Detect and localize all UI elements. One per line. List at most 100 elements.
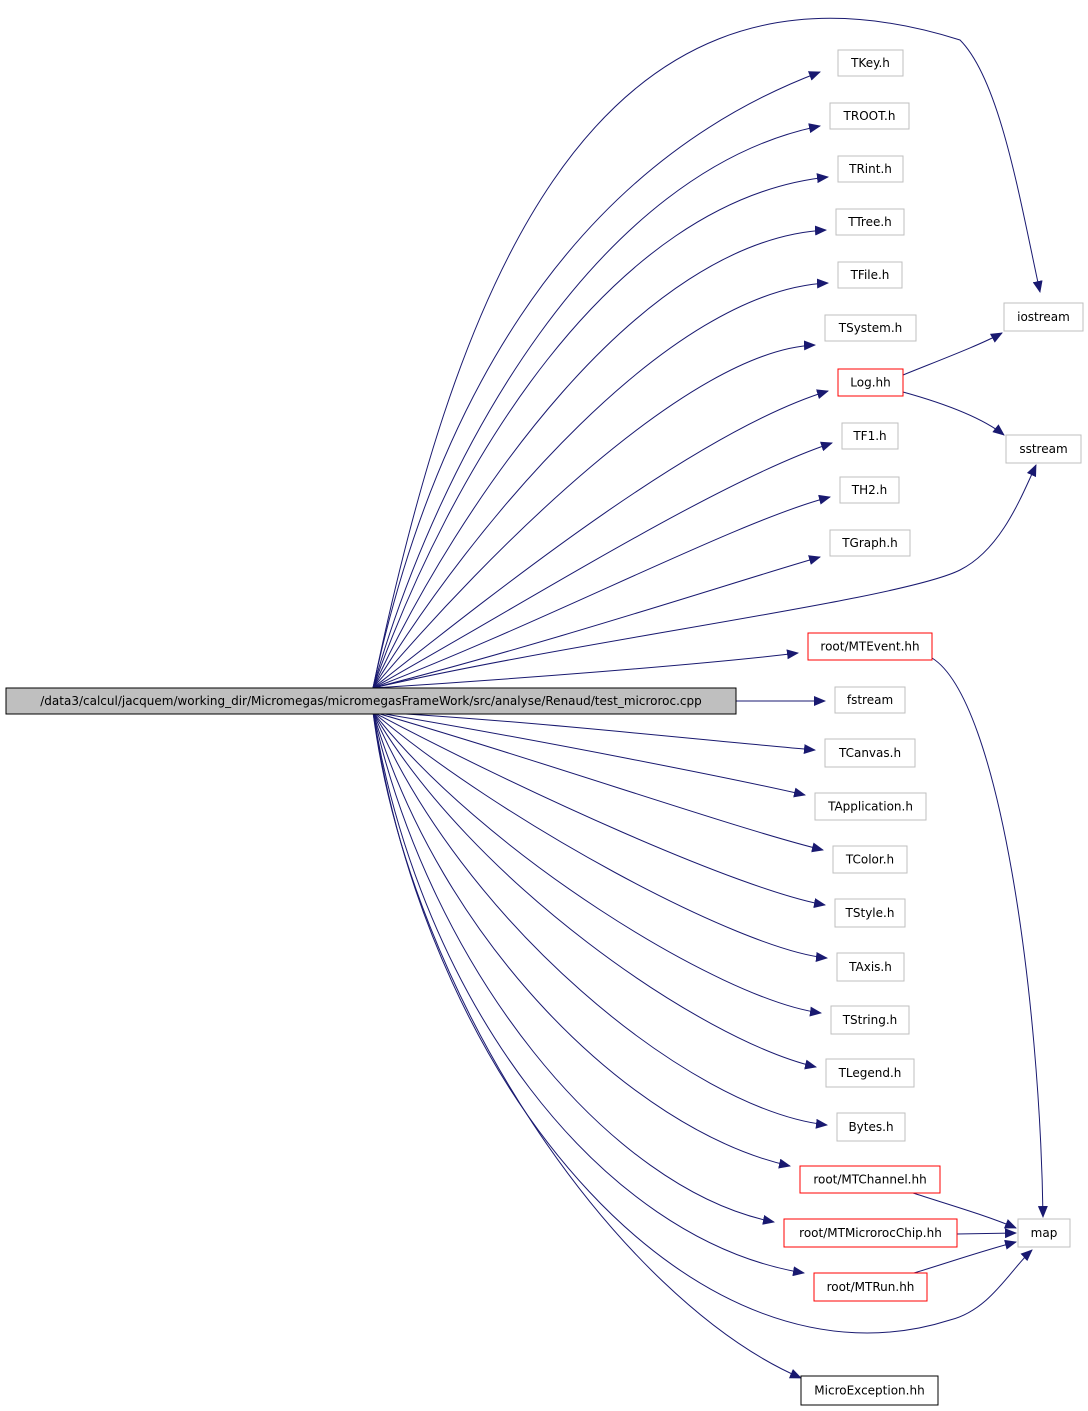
node-log[interactable]: Log.hh (837, 368, 904, 397)
node-label-tfile: TFile.h (850, 268, 890, 282)
edge-src-to-mtchannel (372, 711, 791, 1169)
node-tstring[interactable]: TString.h (830, 1005, 910, 1035)
edge-src-to-tlegend (372, 711, 817, 1070)
edge-mtchannel-to-map (912, 1192, 1017, 1229)
node-label-tcanvas: TCanvas.h (838, 746, 901, 760)
node-tapplication[interactable]: TApplication.h (814, 792, 927, 821)
edge-src-to-tgraph (372, 555, 821, 689)
node-label-fstream: fstream (847, 693, 893, 707)
node-label-tlegend: TLegend.h (838, 1066, 902, 1080)
edge-src-to-log (372, 389, 829, 689)
node-label-tapplication: TApplication.h (827, 800, 913, 814)
node-box-tfile (837, 261, 903, 289)
node-fstream[interactable]: fstream (834, 686, 906, 714)
node-trint[interactable]: TRint.h (837, 155, 904, 183)
edge-src-to-mtmicroroc (372, 711, 775, 1225)
node-tcolor[interactable]: TColor.h (832, 845, 908, 874)
node-tfile[interactable]: TFile.h (837, 261, 903, 289)
node-box-th2 (839, 476, 900, 504)
node-box-bytes (836, 1112, 906, 1142)
node-box-src (5, 687, 737, 715)
node-box-tcanvas (824, 738, 916, 768)
node-mtchannel[interactable]: root/MTChannel.hh (799, 1165, 941, 1194)
node-tsystem[interactable]: TSystem.h (824, 314, 917, 342)
node-label-mtmicroroc: root/MTMicrorocChip.hh (799, 1226, 942, 1240)
node-box-iostream (1003, 302, 1084, 332)
edge-src-to-mtevent (372, 649, 799, 689)
node-box-tcolor (832, 845, 908, 874)
edge-src-to-tkey (372, 71, 821, 689)
node-label-tstyle: TStyle.h (845, 906, 895, 920)
edge-src-to-sstream (372, 464, 1037, 689)
node-label-map: map (1031, 1226, 1058, 1240)
edge-src-to-tapplication (372, 711, 806, 798)
edge-src-to-taxis (372, 711, 828, 962)
node-tlegend[interactable]: TLegend.h (825, 1058, 915, 1088)
edge-src-to-tf1 (372, 441, 833, 689)
node-troot[interactable]: TROOT.h (829, 102, 910, 130)
node-iostream[interactable]: iostream (1003, 302, 1084, 332)
edges-layer (372, 17, 1048, 1379)
node-microexception[interactable]: MicroException.hh (800, 1375, 939, 1406)
node-box-tstyle (834, 898, 906, 928)
node-box-trint (837, 155, 904, 183)
node-label-trint: TRint.h (848, 162, 892, 176)
node-label-mtrun: root/MTRun.hh (827, 1280, 915, 1294)
node-taxis[interactable]: TAxis.h (836, 952, 905, 982)
node-box-fstream (834, 686, 906, 714)
node-tf1[interactable]: TF1.h (841, 422, 899, 450)
edge-mtmicroroc-to-map (956, 1228, 1017, 1239)
node-mtevent[interactable]: root/MTEvent.hh (807, 632, 933, 661)
node-box-tlegend (825, 1058, 915, 1088)
node-box-tkey (837, 49, 904, 77)
node-label-tsystem: TSystem.h (838, 321, 903, 335)
node-box-mtchannel (799, 1165, 941, 1194)
node-box-ttree (835, 208, 905, 236)
node-map[interactable]: map (1017, 1218, 1071, 1248)
node-box-mtrun (813, 1272, 928, 1302)
node-src[interactable]: /data3/calcul/jacquem/working_dir/Microm… (5, 687, 737, 715)
node-label-src: /data3/calcul/jacquem/working_dir/Microm… (40, 694, 701, 708)
edge-src-to-bytes (372, 711, 828, 1129)
node-box-map (1017, 1218, 1071, 1248)
node-tcanvas[interactable]: TCanvas.h (824, 738, 916, 768)
node-tgraph[interactable]: TGraph.h (829, 529, 911, 557)
node-label-mtchannel: root/MTChannel.hh (813, 1173, 926, 1187)
node-label-tgraph: TGraph.h (841, 536, 898, 550)
node-label-microexception: MicroException.hh (814, 1384, 924, 1398)
node-box-tf1 (841, 422, 899, 450)
node-label-tstring: TString.h (842, 1013, 898, 1027)
edge-src-to-mtrun (372, 711, 805, 1277)
node-mtrun[interactable]: root/MTRun.hh (813, 1272, 928, 1302)
edge-mtrun-to-map (913, 1239, 1017, 1274)
edge-src-to-map (372, 711, 1033, 1334)
node-label-tkey: TKey.h (850, 56, 890, 70)
node-tstyle[interactable]: TStyle.h (834, 898, 906, 928)
node-label-taxis: TAxis.h (848, 960, 892, 974)
edge-src-to-ttree (372, 225, 827, 689)
node-sstream[interactable]: sstream (1005, 434, 1082, 464)
node-box-mtevent (807, 632, 933, 661)
node-box-tstring (830, 1005, 910, 1035)
edge-src-to-th2 (372, 494, 831, 689)
node-ttree[interactable]: TTree.h (835, 208, 905, 236)
node-label-ttree: TTree.h (847, 215, 892, 229)
node-box-tapplication (814, 792, 927, 821)
edge-src-to-iostream (372, 17, 1043, 689)
edge-src-to-tstring (372, 711, 822, 1017)
node-box-log (837, 368, 904, 397)
node-label-bytes: Bytes.h (848, 1120, 893, 1134)
node-label-iostream: iostream (1017, 310, 1070, 324)
node-th2[interactable]: TH2.h (839, 476, 900, 504)
edge-src-to-troot (372, 123, 821, 689)
node-mtmicroroc[interactable]: root/MTMicrorocChip.hh (783, 1218, 958, 1248)
node-box-troot (829, 102, 910, 130)
node-bytes[interactable]: Bytes.h (836, 1112, 906, 1142)
node-box-microexception (800, 1375, 939, 1406)
node-label-tf1: TF1.h (852, 429, 886, 443)
node-label-tcolor: TColor.h (845, 853, 894, 867)
node-tkey[interactable]: TKey.h (837, 49, 904, 77)
edge-log-to-sstream (902, 391, 1005, 436)
